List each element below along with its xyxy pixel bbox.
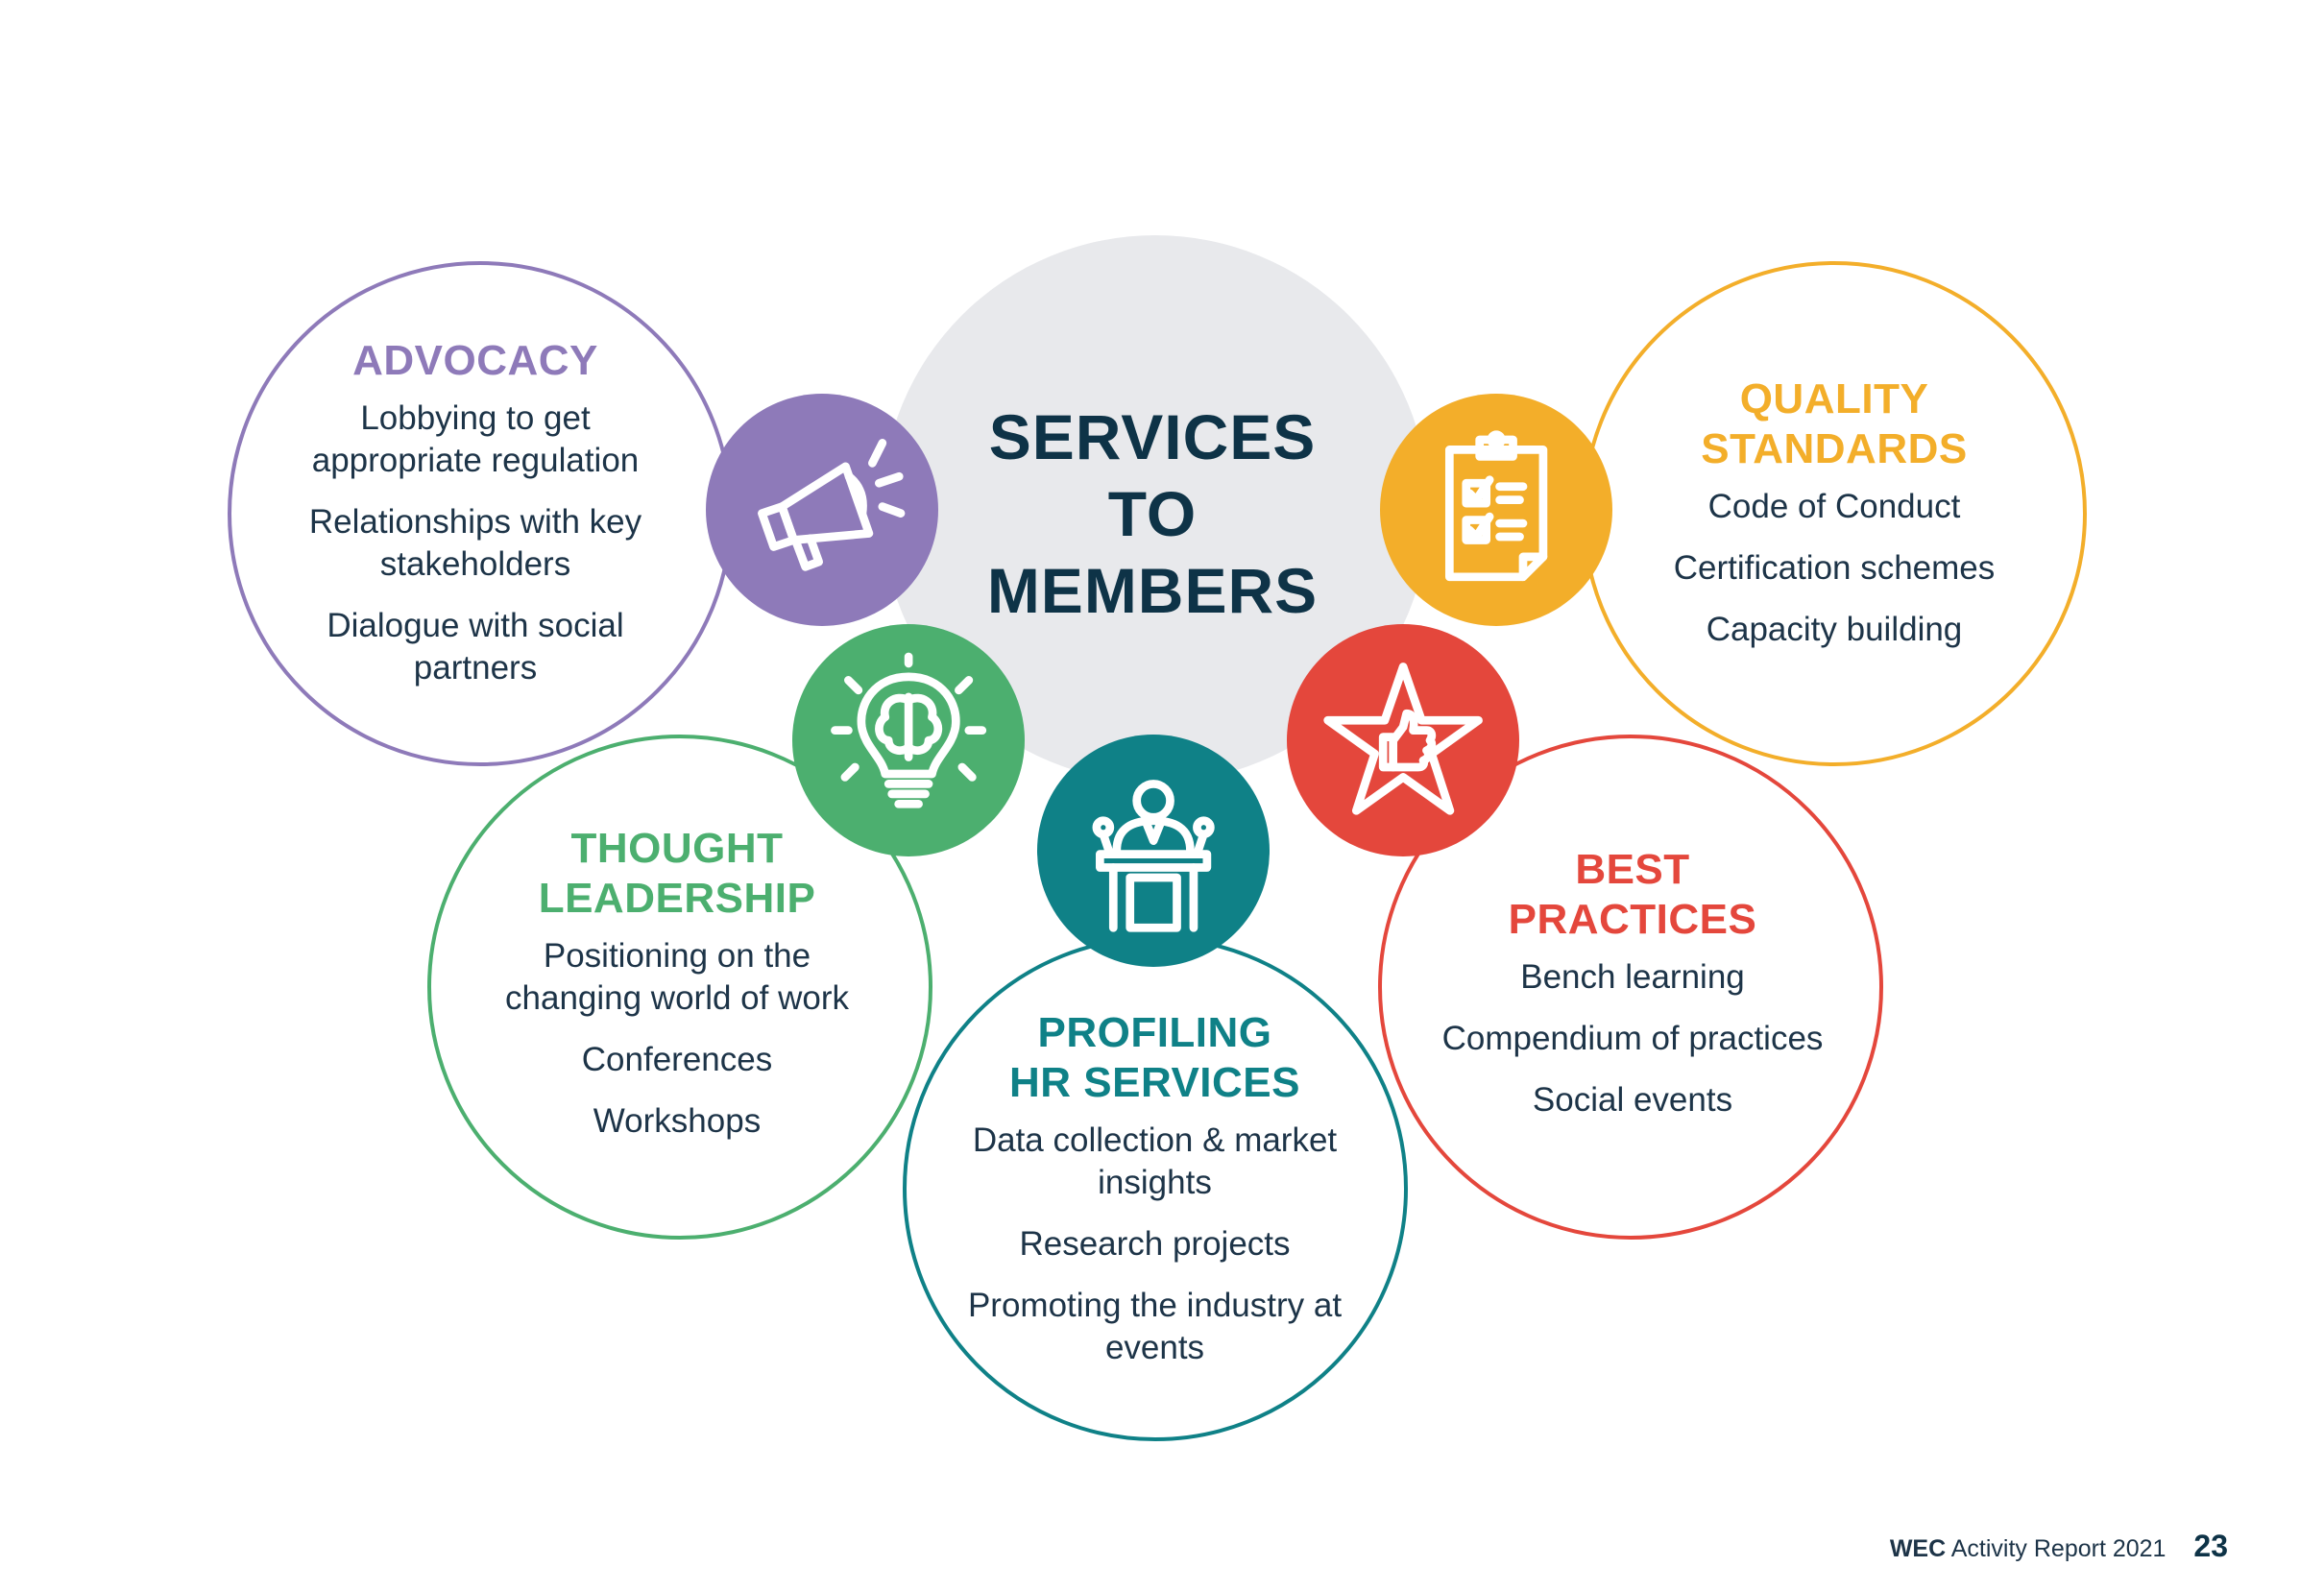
lightbulb-brain-icon (830, 652, 987, 808)
quality-item: Certification schemes (1673, 549, 1996, 587)
thought-icon-circle (792, 624, 1025, 856)
quality-item: Code of Conduct (1707, 488, 1961, 525)
thought-title-line: LEADERSHIP (538, 875, 816, 922)
advocacy-items: Lobbying to get appropriate regulation R… (278, 398, 672, 689)
advocacy-title-line: ADVOCACY (352, 337, 598, 384)
center-title-line: TO (1107, 478, 1198, 549)
megaphone-icon (757, 438, 906, 571)
quality-title-line: QUALITY (1739, 375, 1929, 422)
center-title: SERVICES TO MEMBERS (960, 398, 1344, 629)
clipboard-checklist-icon (1444, 430, 1548, 582)
quality-items: Code of Conduct Certification schemes Ca… (1633, 486, 2036, 651)
best-item: Bench learning (1520, 958, 1745, 996)
profiling-block: PROFILING HR SERVICES Data collection & … (956, 1008, 1354, 1388)
star-thumbs-up-icon (1323, 662, 1483, 815)
footer-brand: WEC (1889, 1535, 1947, 1562)
quality-icon-circle (1380, 394, 1612, 626)
thought-title: THOUGHT LEADERSHIP (475, 824, 879, 924)
best-title-line: PRACTICES (1508, 896, 1757, 943)
best-item: Compendium of practices (1441, 1020, 1824, 1057)
best-icon-circle (1287, 624, 1519, 856)
quality-block: QUALITY STANDARDS Code of Conduct Certif… (1633, 374, 2036, 670)
advocacy-icon-circle (706, 394, 938, 626)
profiling-item: Data collection & market insights (972, 1121, 1338, 1201)
thought-item: Workshops (593, 1102, 762, 1140)
profiling-title-line: HR SERVICES (1009, 1059, 1300, 1106)
center-title-line: MEMBERS (986, 555, 1319, 626)
footer: WEC Activity Report 2021 23 (1890, 1529, 2228, 1564)
advocacy-block: ADVOCACY Lobbying to get appropriate reg… (278, 336, 672, 709)
thought-item: Conferences (581, 1041, 773, 1078)
best-block: BEST PRACTICES Bench learning Compendium… (1421, 845, 1844, 1141)
profiling-item: Research projects (1019, 1225, 1291, 1263)
quality-title: QUALITY STANDARDS (1633, 374, 2036, 474)
best-items: Bench learning Compendium of practices S… (1421, 956, 1844, 1121)
best-ring (1378, 735, 1883, 1240)
thought-item: Positioning on the changing world of wor… (505, 937, 849, 1017)
thought-title-line: THOUGHT (570, 825, 784, 872)
profiling-icon-circle (1037, 735, 1270, 967)
advocacy-item: Lobbying to get appropriate regulation (311, 399, 640, 479)
center-title-line: SERVICES (988, 401, 1317, 472)
profiling-item: Promoting the industry at events (967, 1287, 1343, 1366)
page-number: 23 (2193, 1529, 2228, 1563)
quality-title-line: STANDARDS (1701, 425, 1968, 472)
advocacy-title: ADVOCACY (278, 336, 672, 386)
profiling-title: PROFILING HR SERVICES (956, 1008, 1354, 1108)
best-title: BEST PRACTICES (1421, 845, 1844, 945)
best-title-line: BEST (1575, 846, 1690, 893)
advocacy-item: Dialogue with social partners (327, 607, 624, 687)
footer-text: Activity Report 2021 (1950, 1535, 2167, 1562)
advocacy-item: Relationships with key stakeholders (308, 503, 642, 583)
profiling-items: Data collection & market insights Resear… (956, 1120, 1354, 1369)
quality-item: Capacity building (1706, 611, 1963, 648)
best-item: Social events (1532, 1081, 1733, 1119)
thought-ring (427, 735, 932, 1240)
thought-items: Positioning on the changing world of wor… (475, 935, 879, 1143)
thought-block: THOUGHT LEADERSHIP Positioning on the ch… (475, 824, 879, 1162)
speaker-podium-icon (1092, 779, 1215, 932)
profiling-title-line: PROFILING (1037, 1009, 1272, 1056)
